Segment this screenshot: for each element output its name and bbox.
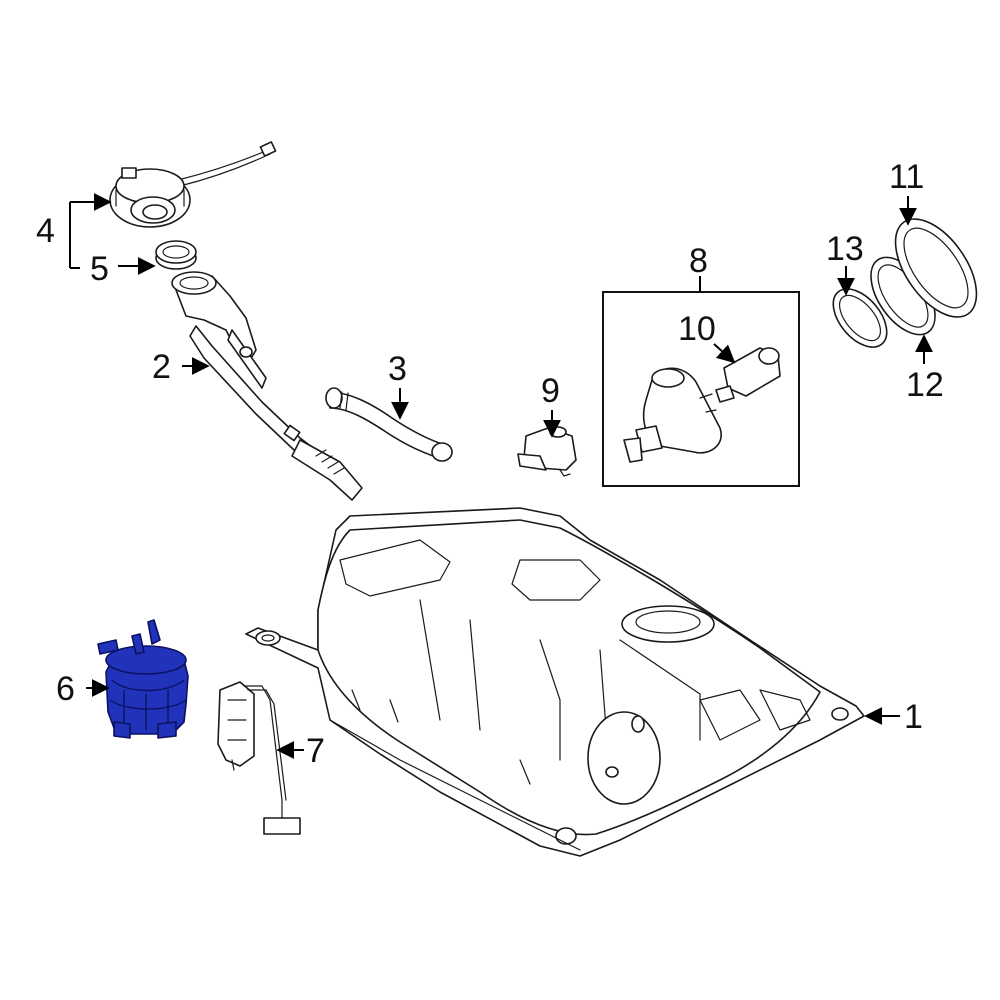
callout-9: 9 xyxy=(541,372,560,410)
callout-12: 12 xyxy=(906,366,944,404)
part-5-seal-ring[interactable] xyxy=(155,240,197,270)
callout-6: 6 xyxy=(56,670,75,708)
callout-3: 3 xyxy=(388,350,407,388)
callout-8: 8 xyxy=(689,242,708,280)
leader-lines xyxy=(69,193,933,759)
callout-11: 11 xyxy=(889,158,924,196)
arrow-10 xyxy=(713,343,736,364)
part-7-level-sender[interactable] xyxy=(217,681,301,835)
callout-1: 1 xyxy=(904,698,923,736)
part-3-vent-hose[interactable] xyxy=(325,387,453,462)
part-8-valve-assembly[interactable] xyxy=(602,291,800,487)
callout-7: 7 xyxy=(306,732,325,770)
callout-4: 4 xyxy=(36,212,55,250)
part-9-pressure-sensor[interactable] xyxy=(517,426,577,477)
callout-5: 5 xyxy=(90,250,109,288)
part-4-filler-cap[interactable] xyxy=(109,141,277,228)
part-10-check-valve[interactable] xyxy=(715,347,781,403)
callout-labels: 4 5 2 3 9 8 10 11 13 12 1 6 7 xyxy=(36,158,944,770)
part-1-fuel-tank[interactable] xyxy=(245,507,865,857)
callout-10: 10 xyxy=(678,310,716,348)
callout-2: 2 xyxy=(152,348,171,386)
part-2-filler-neck[interactable] xyxy=(171,271,363,501)
callout-13: 13 xyxy=(826,230,864,268)
part-6-fuel-pump[interactable] xyxy=(97,619,189,739)
